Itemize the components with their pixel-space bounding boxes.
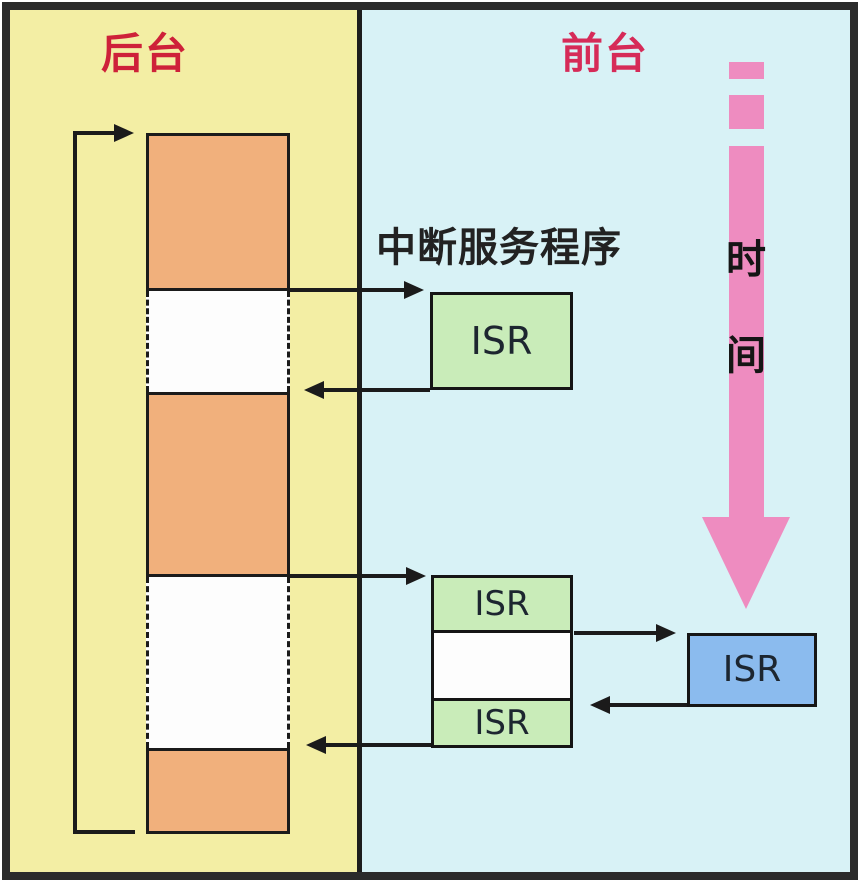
return-arrow-2-head-icon [306,736,326,754]
isr-box-1: ISR [430,292,573,390]
time-label-char-1: 时 [726,237,766,283]
loop-line-vertical [73,131,77,834]
task-block-1 [146,133,290,291]
nested-isr-box-label: ISR [722,649,782,690]
foreground-title: 前台 [560,29,649,78]
idle-gap-2 [146,577,290,748]
return-arrow-2-line [326,743,431,747]
task-block-3 [146,748,290,834]
stacked-isr-bottom-label: ISR [474,703,530,743]
stacked-isr-top: ISR [434,578,570,633]
idle-gap-1 [146,291,290,392]
stacked-isr-bottom: ISR [434,701,570,745]
interrupt-arrow-1-line [290,288,406,292]
loop-entry-arrowhead-icon [114,124,134,142]
return-arrow-1-head-icon [304,381,324,399]
time-arrow-dash-2 [729,95,764,129]
nested-isr-box: ISR [687,633,817,707]
nested-interrupt-arrow-line [574,631,660,635]
time-arrow-shaft [729,146,764,519]
interrupt-arrow-2-head-icon [406,567,426,585]
loop-line-bottom [73,830,135,834]
nested-return-arrow-line [610,703,687,707]
task-block-2 [146,392,290,577]
stacked-isr-box: ISR ISR [431,575,573,748]
stacked-isr-gap [434,633,570,701]
nested-return-arrow-head-icon [590,696,610,714]
time-arrow-dash-1 [729,62,764,79]
panel-divider [357,9,362,873]
background-title: 后台 [100,29,189,78]
nested-interrupt-arrow-head-icon [656,624,676,642]
interrupt-arrow-1-head-icon [404,281,424,299]
return-arrow-1-line [322,388,430,392]
isr-box-1-label: ISR [470,319,533,363]
time-arrowhead-icon [702,517,790,609]
time-label-char-2: 间 [726,333,766,379]
stacked-isr-top-label: ISR [474,584,530,624]
loop-line-top [73,131,116,135]
interrupt-arrow-2-line [290,574,406,578]
isr-caption: 中断服务程序 [376,225,622,271]
